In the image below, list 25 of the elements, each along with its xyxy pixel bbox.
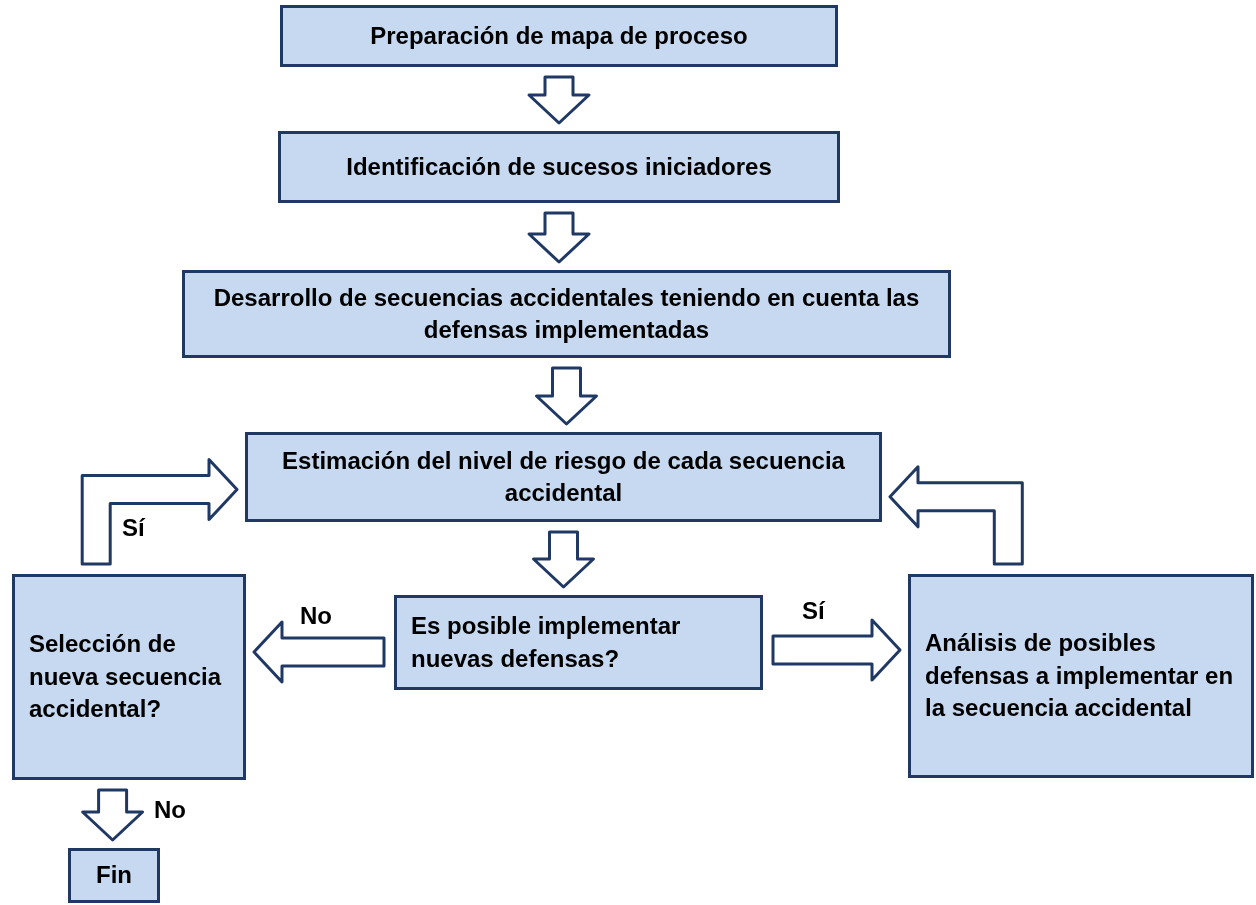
block-arrow — [532, 530, 595, 589]
box-text: Análisis de posibles defensas a implementar en la secuencia accidental — [925, 628, 1235, 724]
box-text: Estimación del nivel de riesgo de cada secuencia accidental — [281, 445, 846, 508]
block-arrow — [888, 465, 1024, 566]
box-text: Desarrollo de secuencias accidentales teniendo en cuenta las defensas implementadas — [212, 282, 921, 345]
box-text: Es posible implementar nuevas defensas? — [411, 611, 682, 674]
process-box — [12, 574, 246, 780]
block-arrow — [252, 620, 386, 684]
box-text: Preparación de mapa de proceso — [370, 20, 748, 51]
process-box — [394, 595, 763, 690]
process-box — [908, 574, 1254, 778]
block-arrow — [80, 458, 239, 566]
process-box — [182, 270, 951, 358]
process-box — [245, 432, 882, 522]
process-box — [278, 131, 840, 203]
block-arrow — [535, 366, 598, 426]
block-arrow — [527, 211, 591, 264]
block-arrow — [527, 75, 591, 125]
box-text: Selección de nueva secuencia accidental? — [29, 629, 223, 725]
block-arrow — [771, 618, 902, 682]
box-text: Fin — [96, 860, 132, 891]
process-box — [68, 848, 160, 903]
process-box — [280, 5, 838, 67]
block-arrow — [81, 788, 145, 842]
box-text: Identificación de sucesos iniciadores — [346, 151, 772, 182]
